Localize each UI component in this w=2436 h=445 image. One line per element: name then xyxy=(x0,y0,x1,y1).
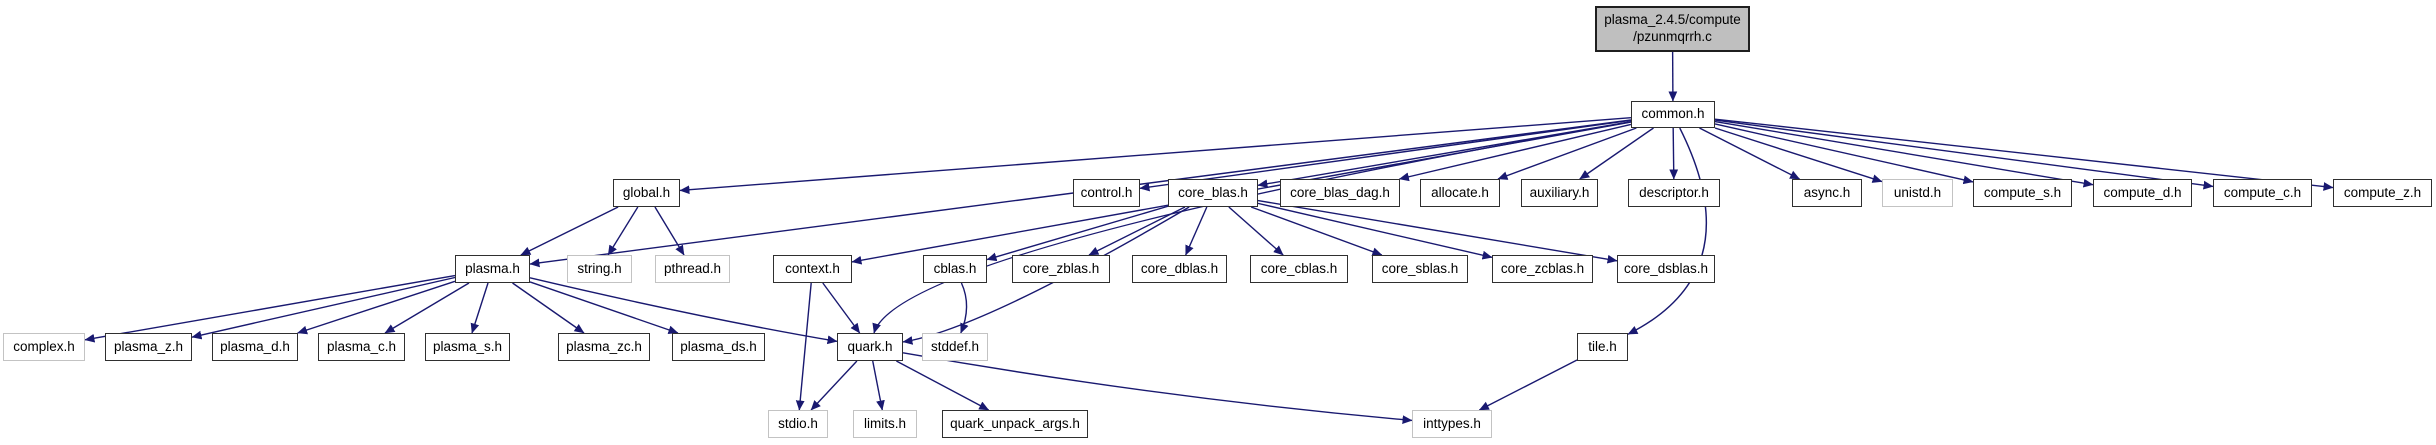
edge-core_blas-to-core_zblas xyxy=(1088,206,1186,256)
node-global[interactable]: global.h xyxy=(613,179,680,207)
node-inttypes: inttypes.h xyxy=(1412,410,1492,438)
edge-global-to-plasma xyxy=(520,206,619,256)
edge-common-to-core_blas xyxy=(1257,120,1632,189)
node-quark_unpack_args[interactable]: quark_unpack_args.h xyxy=(942,410,1088,438)
edge-common-to-quark xyxy=(872,121,1632,334)
node-stdio: stdio.h xyxy=(768,410,828,438)
node-plasma_s[interactable]: plasma_s.h xyxy=(425,333,510,361)
node-compute_d[interactable]: compute_d.h xyxy=(2093,179,2192,207)
edge-plasma-to-plasma_zc xyxy=(512,282,585,334)
edge-quark-to-stdio xyxy=(810,360,858,411)
node-plasma_ds[interactable]: plasma_ds.h xyxy=(672,333,765,361)
edge-core_blas-to-core_cblas xyxy=(1228,206,1284,256)
edge-common-to-core_blas_dag xyxy=(1398,123,1632,182)
edge-global-to-pthread xyxy=(654,206,685,256)
edge-global-to-string xyxy=(607,206,639,256)
node-core_sblas[interactable]: core_sblas.h xyxy=(1372,255,1468,283)
node-limits: limits.h xyxy=(853,410,917,438)
edge-core_blas-to-core_zcblas xyxy=(1257,202,1493,260)
node-core_dsblas[interactable]: core_dsblas.h xyxy=(1617,255,1715,283)
edge-tile-to-inttypes xyxy=(1478,359,1578,411)
edge-core_blas-to-cblas xyxy=(986,205,1169,262)
node-compute_c[interactable]: compute_c.h xyxy=(2213,179,2312,207)
edge-context-to-quark xyxy=(822,282,861,334)
edge-plasma-to-complex xyxy=(84,274,456,343)
node-context[interactable]: context.h xyxy=(773,255,852,283)
node-plasma_d[interactable]: plasma_d.h xyxy=(212,333,298,361)
node-core_blas[interactable]: core_blas.h xyxy=(1168,179,1258,207)
node-plasma_zc[interactable]: plasma_zc.h xyxy=(558,333,650,361)
edge-common-to-control xyxy=(1139,119,1632,192)
edge-core_blas-to-core_dblas xyxy=(1185,206,1208,256)
node-string: string.h xyxy=(567,255,632,283)
node-allocate[interactable]: allocate.h xyxy=(1420,179,1500,207)
edge-common-to-compute_z xyxy=(1714,118,2334,191)
edge-common-to-auxiliary xyxy=(1579,127,1654,180)
edge-core_blas-to-core_sblas xyxy=(1250,206,1383,256)
node-compute_s[interactable]: compute_s.h xyxy=(1973,179,2072,207)
edge-quark-to-limits xyxy=(872,360,885,411)
edge-plasma-to-plasma_s xyxy=(470,282,489,334)
edge-common-to-unistd xyxy=(1714,127,1883,183)
node-core_dblas[interactable]: core_dblas.h xyxy=(1132,255,1227,283)
edge-common-to-descriptor xyxy=(1669,127,1679,180)
node-pthread: pthread.h xyxy=(655,255,730,283)
edge-common-to-allocate xyxy=(1497,127,1637,180)
node-async[interactable]: async.h xyxy=(1792,179,1862,207)
node-plasma[interactable]: plasma.h xyxy=(455,255,530,283)
node-auxiliary[interactable]: auxiliary.h xyxy=(1521,179,1598,207)
node-unistd: unistd.h xyxy=(1882,179,1953,207)
node-plasma_c[interactable]: plasma_c.h xyxy=(318,333,405,361)
node-quark[interactable]: quark.h xyxy=(837,333,903,361)
edge-core_blas-to-core_dsblas xyxy=(1257,199,1618,264)
edge-common-to-tile xyxy=(1627,127,1708,335)
node-core_cblas[interactable]: core_cblas.h xyxy=(1250,255,1348,283)
node-core_zblas[interactable]: core_zblas.h xyxy=(1012,255,1110,283)
node-control[interactable]: control.h xyxy=(1073,179,1140,207)
edge-plasma-to-plasma_z xyxy=(191,276,456,340)
edge-context-to-stdio xyxy=(795,282,812,411)
edge-plasma-to-plasma_d xyxy=(297,280,456,335)
node-core_zcblas[interactable]: core_zcblas.h xyxy=(1492,255,1593,283)
edge-common-to-compute_c xyxy=(1714,119,2214,190)
edge-common-to-compute_d xyxy=(1714,120,2094,188)
node-plasma_z[interactable]: plasma_z.h xyxy=(105,333,192,361)
edge-common-to-global xyxy=(679,117,1632,195)
edge-quark-to-quark_unpack_args xyxy=(896,360,990,411)
node-compute_z[interactable]: compute_z.h xyxy=(2333,179,2432,207)
node-cblas[interactable]: cblas.h xyxy=(923,255,987,283)
node-tile[interactable]: tile.h xyxy=(1577,333,1628,361)
node-main[interactable]: plasma_2.4.5/compute /pzunmqrrh.c xyxy=(1595,6,1750,52)
node-common[interactable]: common.h xyxy=(1631,101,1715,128)
edge-plasma-to-quark xyxy=(529,277,838,345)
node-stddef: stddef.h xyxy=(922,333,988,361)
edge-plasma-to-plasma_c xyxy=(384,282,470,334)
node-descriptor[interactable]: descriptor.h xyxy=(1628,179,1720,207)
node-core_blas_dag[interactable]: core_blas_dag.h xyxy=(1280,179,1400,207)
node-complex: complex.h xyxy=(3,333,85,361)
edge-quark-to-inttypes xyxy=(902,352,1413,424)
edge-common-to-compute_s xyxy=(1714,123,1974,185)
edge-common-to-async xyxy=(1699,127,1800,180)
edge-plasma-to-plasma_ds xyxy=(529,281,679,335)
edge-cblas-to-stddef xyxy=(960,282,969,334)
